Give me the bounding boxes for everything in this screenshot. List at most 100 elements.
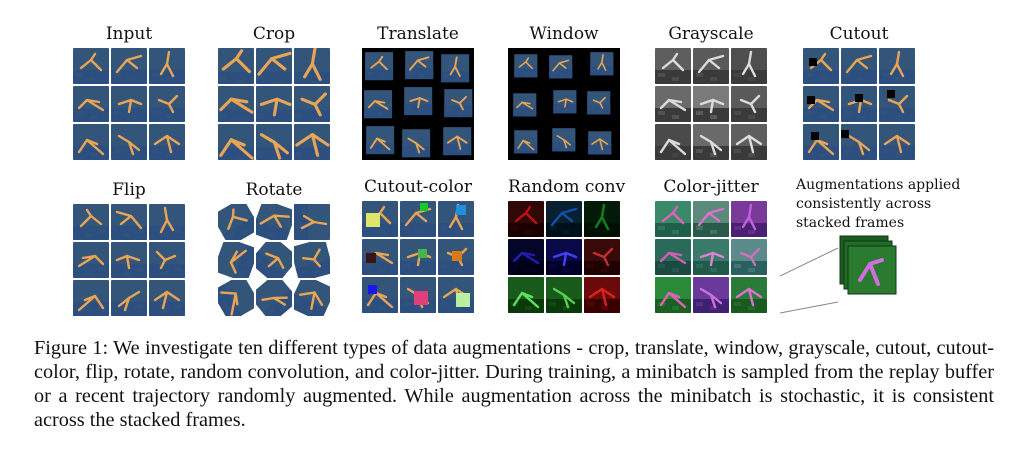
frame-tile	[584, 201, 620, 237]
frame-tile	[508, 123, 545, 160]
frame-tile	[111, 124, 147, 160]
frame-tile	[256, 124, 292, 160]
frame-tile	[400, 277, 436, 313]
frame-tile	[256, 204, 292, 240]
frame-tile	[508, 85, 545, 122]
frame-grid	[508, 201, 620, 313]
frame-tile	[508, 48, 545, 85]
panel-label: Rotate	[245, 180, 303, 200]
frame-tile	[73, 48, 109, 84]
frame-tile	[841, 48, 877, 84]
frame-tile	[73, 204, 109, 240]
frame-tile	[693, 277, 729, 313]
frame-tile	[508, 201, 544, 237]
frame-tile	[362, 277, 398, 313]
panel-label: Random conv	[508, 177, 626, 197]
frame-tile	[294, 280, 330, 316]
frame-grid	[73, 204, 185, 316]
frame-tile	[149, 204, 185, 240]
frame-tile	[545, 123, 582, 160]
frame-tile	[218, 242, 254, 278]
frame-grid	[218, 204, 330, 316]
frame-tile	[693, 48, 729, 84]
frame-tile	[841, 124, 877, 160]
frame-tile	[218, 280, 254, 316]
frame-tile	[583, 85, 620, 122]
stacked-frames-label: Augmentations applied consistently acros…	[796, 177, 961, 231]
frame-tile	[294, 242, 330, 278]
frame-tile	[731, 48, 767, 84]
connector-line	[780, 301, 839, 314]
frame-tile	[655, 277, 691, 313]
frame-tile	[879, 48, 915, 84]
frame-tile	[655, 124, 691, 160]
frame-tile	[803, 48, 839, 84]
frame-tile	[399, 48, 436, 85]
panel-label: Cutout-color	[363, 177, 473, 197]
frame-tile	[693, 86, 729, 122]
frame-tile	[438, 239, 474, 275]
frame-tile	[879, 86, 915, 122]
frame-tile	[362, 123, 399, 160]
frame-tile	[546, 201, 582, 237]
frame-tile	[400, 239, 436, 275]
frame-tile	[399, 85, 436, 122]
frame-tile	[362, 85, 399, 122]
frame-tile	[294, 204, 330, 240]
connector-line	[780, 247, 839, 277]
frame-grid	[362, 48, 474, 160]
frame-tile	[256, 280, 292, 316]
frame-grid	[803, 48, 915, 160]
frame-tile	[294, 124, 330, 160]
frame-tile	[731, 124, 767, 160]
frame-tile	[256, 48, 292, 84]
frame-tile	[879, 124, 915, 160]
frame-tile	[149, 48, 185, 84]
frame-tile	[73, 280, 109, 316]
panel-label: Color-jitter	[663, 177, 759, 197]
frame-tile	[362, 201, 398, 237]
frame-tile	[218, 124, 254, 160]
frame-tile	[731, 86, 767, 122]
panel-label: Grayscale	[668, 24, 754, 44]
frame-tile	[362, 48, 399, 85]
frame-tile	[399, 123, 436, 160]
panel-label: Translate	[377, 24, 459, 44]
frame-tile	[149, 86, 185, 122]
frame-tile	[149, 280, 185, 316]
frame-tile	[218, 48, 254, 84]
panel-label: Cutout	[829, 24, 889, 44]
frame-tile	[111, 242, 147, 278]
frame-grid	[73, 48, 185, 160]
frame-tile	[362, 239, 398, 275]
frame-tile	[731, 201, 767, 237]
frame-tile	[111, 48, 147, 84]
frame-tile	[256, 242, 292, 278]
frame-tile	[803, 86, 839, 122]
stacked-frames-illustration	[780, 235, 897, 314]
frame-tile	[437, 85, 474, 122]
frame-tile	[73, 242, 109, 278]
frame-tile	[583, 48, 620, 85]
frame-tile	[73, 124, 109, 160]
frame-tile	[149, 124, 185, 160]
frame-tile	[400, 201, 436, 237]
frame-tile	[583, 123, 620, 160]
frame-tile	[693, 124, 729, 160]
frame-tile	[693, 201, 729, 237]
frame-tile	[438, 277, 474, 313]
frame-tile	[731, 239, 767, 275]
frame-tile	[438, 201, 474, 237]
frame-tile	[546, 277, 582, 313]
frame-grid	[218, 48, 330, 160]
frame-tile	[294, 48, 330, 84]
panel-label: Crop	[252, 24, 296, 44]
frame-tile	[508, 239, 544, 275]
frame-grid	[362, 201, 474, 313]
frame-tile	[584, 239, 620, 275]
frame-tile	[693, 239, 729, 275]
frame-tile	[256, 86, 292, 122]
figure-caption: Figure 1: We investigate ten different t…	[34, 337, 994, 431]
frame-tile	[584, 277, 620, 313]
frame-tile	[803, 124, 839, 160]
